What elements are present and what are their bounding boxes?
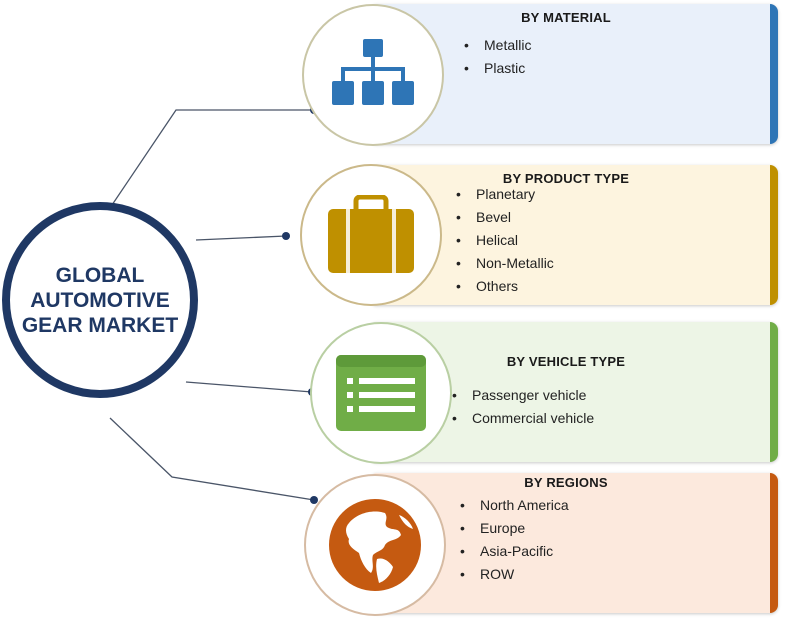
bullet: • <box>464 37 469 53</box>
bullet: • <box>460 497 465 513</box>
list-item: •Passenger vehicle <box>452 384 594 407</box>
list-item: •Bevel <box>456 206 554 229</box>
list-item: •Non-Metallic <box>456 252 554 275</box>
list-window-icon <box>336 355 426 431</box>
connector-material <box>111 109 314 206</box>
segment-title-material: BY MATERIAL <box>521 10 611 25</box>
connector-dot-regions <box>310 496 318 504</box>
bullet: • <box>456 278 461 294</box>
market-hub-circle: GLOBAL AUTOMOTIVE GEAR MARKET <box>2 202 198 398</box>
segment-list-product-type: •Planetary •Bevel •Helical •Non-Metallic… <box>456 183 554 298</box>
icon-circle-material <box>302 4 444 146</box>
list-item: •Europe <box>460 517 569 540</box>
list-item: •Metallic <box>464 34 531 57</box>
bullet: • <box>464 60 469 76</box>
list-item: •Plastic <box>464 57 531 80</box>
segment-list-regions: •North America •Europe •Asia-Pacific •RO… <box>460 494 569 586</box>
list-item: •Helical <box>456 229 554 252</box>
connector-regions <box>109 417 315 501</box>
segment-panel-regions: BY REGIONS •North America •Europe •Asia-… <box>372 473 778 613</box>
bullet: • <box>456 186 461 202</box>
bullet: • <box>460 543 465 559</box>
segment-list-material: •Metallic •Plastic <box>464 34 531 80</box>
icon-circle-product-type <box>300 164 442 306</box>
icon-circle-vehicle-type <box>310 322 452 464</box>
list-item: •Planetary <box>456 183 554 206</box>
hierarchy-icon <box>332 39 414 105</box>
list-item: •North America <box>460 494 569 517</box>
list-item: •Asia-Pacific <box>460 540 569 563</box>
list-item: •ROW <box>460 563 569 586</box>
globe-icon <box>329 499 421 591</box>
bullet: • <box>456 209 461 225</box>
connector-vehicle-type <box>185 381 313 393</box>
hub-title: GLOBAL AUTOMOTIVE GEAR MARKET <box>21 263 179 337</box>
bullet: • <box>456 255 461 271</box>
connector-dot-product-type <box>282 232 290 240</box>
segment-title-vehicle-type: BY VEHICLE TYPE <box>506 354 626 369</box>
bullet: • <box>452 410 457 426</box>
segment-list-vehicle-type: •Passenger vehicle •Commercial vehicle <box>452 384 594 430</box>
list-item: •Commercial vehicle <box>452 407 594 430</box>
bullet: • <box>460 520 465 536</box>
icon-circle-regions <box>304 474 446 616</box>
connector-product-type <box>195 235 287 241</box>
bullet: • <box>456 232 461 248</box>
briefcase-icon <box>328 195 414 273</box>
list-item: •Others <box>456 275 554 298</box>
segment-title-product-type: BY PRODUCT TYPE <box>502 171 630 186</box>
segment-title-regions: BY REGIONS <box>524 475 608 490</box>
bullet: • <box>452 387 457 403</box>
segment-panel-vehicle-type: BY VEHICLE TYPE •Passenger vehicle •Comm… <box>372 322 778 462</box>
bullet: • <box>460 566 465 582</box>
